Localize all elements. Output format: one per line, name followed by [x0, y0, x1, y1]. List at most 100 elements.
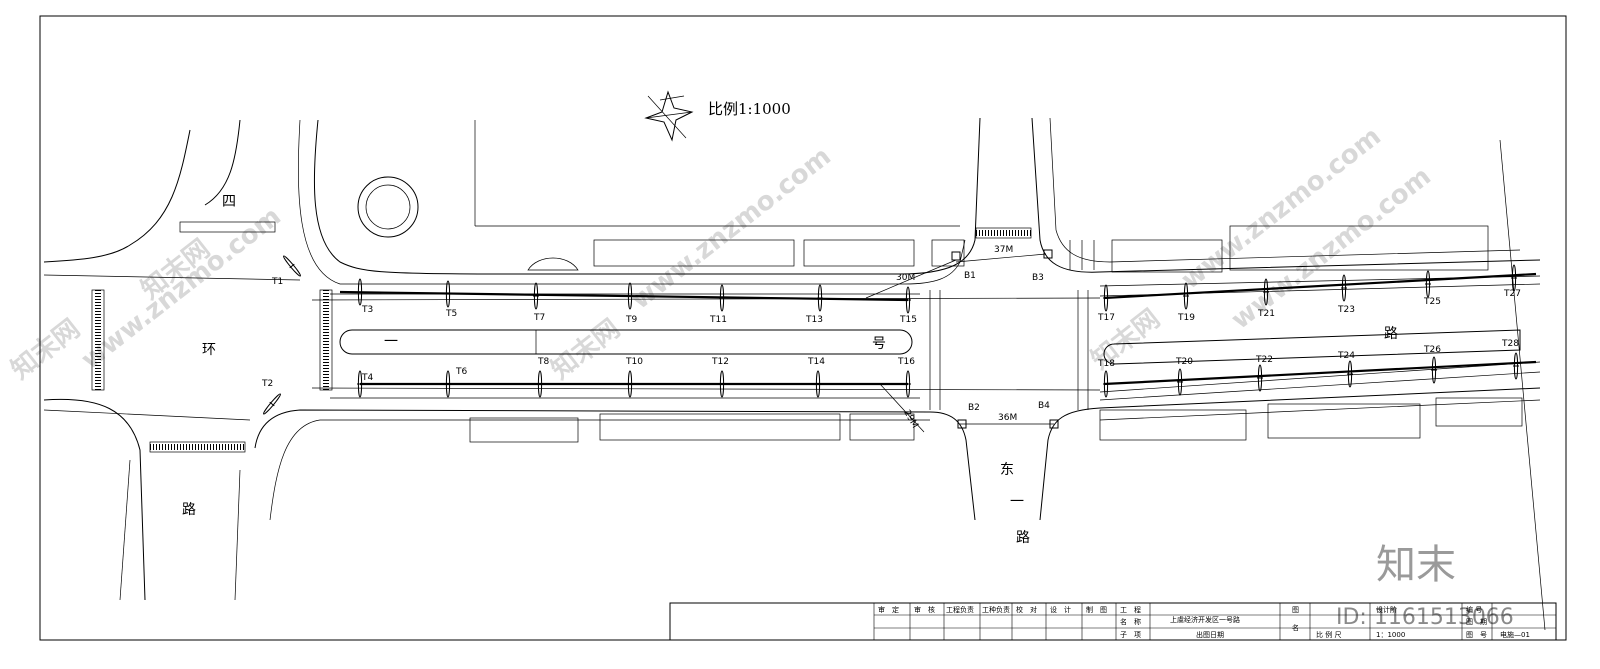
street-lamp-t15	[905, 286, 911, 314]
box-label-b1: B1	[964, 271, 976, 281]
tb-eng-lead: 工程负责	[946, 605, 974, 614]
street-lamp-t11	[719, 284, 725, 312]
lamp-label-t1: T1	[271, 277, 283, 287]
street-lamp-t19	[1183, 282, 1189, 310]
street-lamp-t21	[1263, 278, 1269, 306]
street-lamp-t14	[815, 370, 821, 398]
street-lamp-t16	[905, 370, 911, 398]
street-lamp-t5	[445, 280, 451, 308]
lamp-label-t19: T19	[1177, 313, 1195, 323]
id-text: ID: 1161513066	[1336, 605, 1514, 630]
lamp-label-t28: T28	[1501, 339, 1519, 349]
tb-check: 审 核	[914, 605, 935, 614]
street-lamp-t17	[1103, 284, 1109, 312]
box-label-b3: B3	[1032, 273, 1044, 283]
tb-review: 审 定	[878, 605, 899, 614]
street-lamp-t18	[1103, 370, 1109, 398]
street-lamp-t26	[1431, 356, 1437, 384]
street-lamp-t28	[1513, 352, 1519, 380]
lamp-label-t18: T18	[1097, 359, 1115, 369]
road-name-lu-east: 路	[1384, 326, 1398, 342]
watermark-cn-2: 知末网	[546, 314, 626, 386]
tb-drawing: 图	[1292, 606, 1299, 614]
street-lamp-t4	[357, 370, 363, 398]
street-lamp-t27	[1511, 264, 1517, 292]
tb-subitem: 子 项	[1120, 631, 1141, 639]
street-lamp-t8	[537, 370, 543, 398]
tb-design: 设 计	[1050, 605, 1071, 614]
lamp-label-t10: T10	[625, 357, 643, 367]
junction-box-b4	[1049, 419, 1059, 429]
lamp-label-t20: T20	[1175, 357, 1193, 367]
lamp-label-t2: T2	[261, 379, 273, 389]
street-lamp-t12	[719, 370, 725, 398]
scale-label: 比例1:1000	[708, 100, 791, 118]
lamp-label-t3: T3	[361, 305, 373, 315]
street-lamp-t3	[357, 278, 363, 306]
street-lamp-t23	[1341, 274, 1347, 302]
cable-runs	[339, 253, 1537, 433]
road-name-huan: 环	[202, 342, 216, 358]
lamp-label-t21: T21	[1257, 309, 1275, 319]
street-lamp-t25	[1425, 270, 1431, 298]
lamp-label-t13: T13	[805, 315, 823, 325]
watermark-cn-1: 知末网	[6, 314, 86, 386]
cable-length-37m: 37M	[994, 245, 1013, 255]
street-lamp-t1	[283, 255, 301, 277]
road-name-lu-south: 路	[1016, 530, 1030, 546]
road-name-yi-2: 一	[1010, 494, 1024, 510]
street-lamp-t7	[533, 282, 539, 310]
north-arrow-icon	[644, 90, 694, 142]
lamp-label-t9: T9	[625, 315, 637, 325]
title-block: 审 定 审 核 工程负责 工种负责 校 对 设 计 制 图 工 程 名 称 子 …	[669, 602, 1557, 641]
lamp-crossbar	[289, 263, 295, 269]
tb-proofread: 校 对	[1016, 605, 1037, 614]
lamp-label-t7: T7	[533, 313, 545, 323]
buildings	[469, 120, 1523, 443]
lamp-label-t24: T24	[1337, 351, 1355, 361]
junction-box-b3	[1043, 249, 1053, 259]
lamp-label-t22: T22	[1255, 355, 1273, 365]
cable-length-30m: 30M	[896, 273, 915, 283]
box-label-b2: B2	[968, 403, 980, 413]
street-lamp-t2	[263, 393, 281, 415]
lamp-label-t25: T25	[1423, 297, 1441, 307]
lamp-label-t26: T26	[1423, 345, 1441, 355]
street-lamps: T1T2T3T4T5T6T7T8T9T10T11T12T13T14T15T16T…	[261, 255, 1521, 415]
street-lamp-t20	[1177, 368, 1183, 396]
tb-draw: 制 图	[1086, 605, 1107, 614]
lamp-label-t27: T27	[1503, 289, 1521, 299]
box-label-b4: B4	[1038, 401, 1050, 411]
cable-length-36m: 36M	[998, 413, 1017, 423]
lamp-label-t5: T5	[445, 309, 457, 319]
tb-drawing-no: 图 号	[1466, 631, 1487, 639]
road-name-lu-west: 路	[182, 502, 196, 518]
street-lamp-t9	[627, 282, 633, 310]
tb-scale-value: 1：1000	[1376, 631, 1405, 639]
lamp-label-t14: T14	[807, 357, 825, 367]
lamp-label-t8: T8	[537, 357, 549, 367]
watermark-2: www.znzmo.com	[626, 142, 837, 316]
street-lamp-t10	[627, 370, 633, 398]
tb-date: 图 期	[1466, 618, 1487, 626]
road-name-yi: 一	[384, 334, 398, 350]
tb-project: 工 程	[1120, 605, 1141, 614]
tb-scale: 比 例 尺	[1316, 630, 1341, 639]
tb-drawing-2: 名	[1292, 623, 1299, 632]
lamp-label-t23: T23	[1337, 305, 1355, 315]
lamp-label-t15: T15	[899, 315, 917, 325]
street-lamp-t13	[817, 284, 823, 312]
junction-box-b1	[951, 251, 961, 261]
brand-logo: 知末	[1376, 542, 1456, 588]
tb-issue-date: 出图日期	[1196, 630, 1224, 639]
tb-project-name: 上虞经济开发区一号路	[1170, 615, 1240, 624]
drawing-border	[39, 15, 1567, 641]
tb-name: 名 称	[1120, 617, 1141, 626]
street-lamp-t6	[445, 370, 451, 398]
lamp-label-t6: T6	[455, 367, 467, 377]
junction-box-b2	[957, 419, 967, 429]
road-name-hao: 号	[872, 336, 886, 352]
street-lamp-t24	[1347, 360, 1353, 388]
tb-drawing-no-value: 电施—01	[1500, 630, 1530, 639]
